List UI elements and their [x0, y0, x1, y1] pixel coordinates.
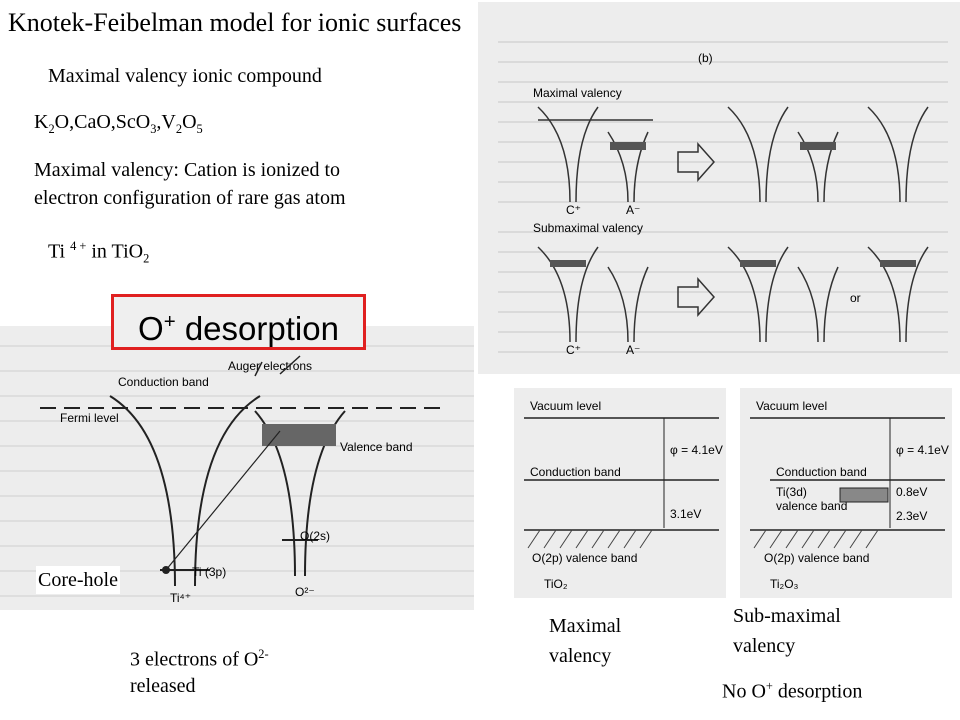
fermi-level-label: Fermi level [60, 411, 119, 425]
arrow-icon [677, 142, 716, 182]
compound-label: TiO₂ [544, 577, 568, 591]
gap-1-label: 0.8eV [896, 485, 927, 499]
conduction-band-label: Conduction band [118, 375, 209, 389]
valence-band-label: O(2p) valence band [532, 551, 637, 565]
maximal-valency-heading: Maximal valency ionic compound [48, 65, 322, 87]
gap-2-label: 2.3eV [896, 509, 927, 523]
band-diagram-tio2: Vacuum level φ = 4.1eV Conduction band 3… [514, 388, 726, 598]
definition-line-1: Maximal valency: Cation is ionized to [34, 159, 341, 181]
core-hole-label: Core-hole [36, 566, 120, 594]
submaximal-valency-label: Submaximal valency [533, 221, 643, 235]
valency-figure: (b) Maximal valency C⁺ A⁻ Submaximal val… [478, 2, 960, 374]
maximal-caption-line-1: Maximal [549, 615, 622, 637]
figure-label-b: (b) [698, 51, 713, 65]
svg-text:A⁻: A⁻ [626, 343, 640, 357]
valence-band-label: Valence band [340, 440, 413, 454]
gap-label: 3.1eV [670, 507, 701, 521]
work-function-label: φ = 4.1eV [670, 443, 723, 457]
o2s-label: O(2s) [300, 529, 330, 543]
electrons-caption-line-1: 3 electrons of O2- [130, 647, 269, 671]
conduction-band-label: Conduction band [776, 465, 867, 479]
no-desorption-caption: No O+ desorption [722, 679, 863, 703]
work-function-label: φ = 4.1eV [896, 443, 949, 457]
o-plus-desorption-box: O+ desorption [111, 294, 366, 350]
anion-label: A⁻ [626, 203, 640, 217]
cation-label: C⁺ [566, 203, 581, 217]
compound-label: Ti₂O₃ [770, 577, 799, 591]
slide-title: Knotek-Feibelman model for ionic surface… [8, 8, 462, 37]
ti3d-label: Ti(3d) [776, 485, 807, 499]
svg-text:C⁺: C⁺ [566, 343, 581, 357]
band-diagram-ti2o3: Vacuum level φ = 4.1eV Conduction band T… [740, 388, 952, 598]
electrons-caption-line-2: released [130, 675, 196, 697]
vacuum-level-label: Vacuum level [530, 399, 601, 413]
vacuum-level-label: Vacuum level [756, 399, 827, 413]
ti3p-label: Ti (3p) [192, 565, 226, 579]
o2minus-label: O²⁻ [295, 585, 315, 599]
maximal-caption-line-2: valency [549, 645, 612, 667]
submaximal-caption-line-1: Sub-maximal [733, 605, 841, 627]
compound-list: K2O,CaO,ScO3,V2O5 [34, 111, 203, 136]
or-label: or [850, 291, 861, 305]
valence-band-label: O(2p) valence band [764, 551, 869, 565]
definition-line-2: electron configuration of rare gas atom [34, 187, 346, 209]
ti3d-valence-label: valence band [776, 499, 847, 513]
submaximal-caption-line-2: valency [733, 635, 796, 657]
ti4-label: Ti⁴⁺ [170, 591, 191, 605]
ti-example: Ti 4 + in TiO2 [48, 239, 150, 266]
conduction-band-label: Conduction band [530, 465, 621, 479]
auger-figure: Auger electrons Conduction band Fermi le… [0, 326, 474, 610]
auger-electrons-label: Auger electrons [228, 359, 312, 373]
maximal-valency-label: Maximal valency [533, 86, 622, 100]
